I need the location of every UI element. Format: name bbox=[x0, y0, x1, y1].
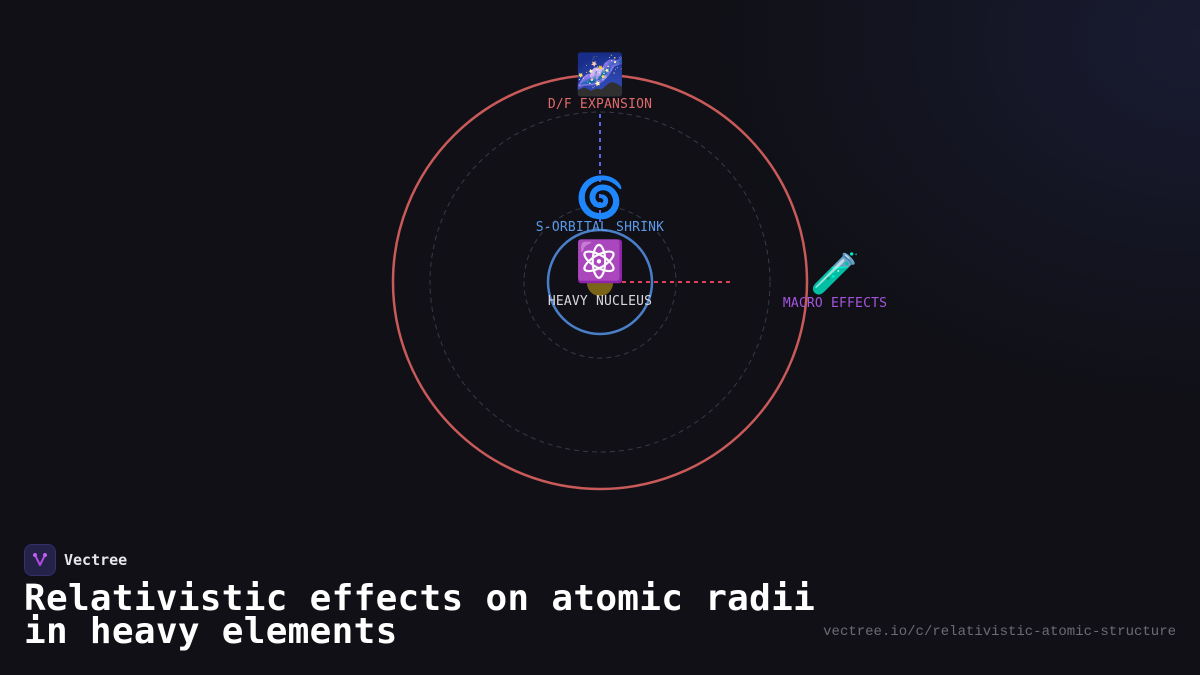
source-url: vectree.io/c/relativistic-atomic-structu… bbox=[823, 624, 1176, 640]
s-orbital-shrink-label: S-ORBITAL SHRINK bbox=[535, 220, 665, 235]
vectree-logo-icon bbox=[24, 544, 56, 576]
milky-way-icon: 🌌 bbox=[575, 52, 625, 98]
nucleus-core bbox=[587, 270, 613, 296]
dashed-ring-outer bbox=[429, 111, 771, 453]
node-df-expansion: 🌌 D/F EXPANSION bbox=[548, 53, 652, 112]
brand: Vectree bbox=[24, 544, 127, 576]
node-s-orbital-shrink: 🌀 S-ORBITAL SHRINK bbox=[536, 176, 664, 235]
test-tube-icon: 🧪 bbox=[810, 251, 860, 297]
node-heavy-nucleus: ⚛️ HEAVY NUCLEUS bbox=[548, 240, 652, 309]
atom-symbol-icon: ⚛️ bbox=[575, 239, 625, 285]
node-macro-effects: 🧪 MACRO EFFECTS bbox=[783, 252, 887, 311]
cyclone-icon: 🌀 bbox=[575, 175, 625, 221]
df-expansion-label: D/F EXPANSION bbox=[547, 97, 653, 112]
heavy-nucleus-label: HEAVY NUCLEUS bbox=[547, 294, 653, 309]
brand-name: Vectree bbox=[64, 551, 128, 569]
macro-effects-label: MACRO EFFECTS bbox=[782, 296, 888, 311]
inner-ring bbox=[546, 228, 654, 336]
page-title: Relativistic effects on atomic radii in … bbox=[24, 578, 816, 652]
dashed-ring-inner bbox=[523, 205, 677, 359]
outer-ring bbox=[391, 73, 809, 491]
